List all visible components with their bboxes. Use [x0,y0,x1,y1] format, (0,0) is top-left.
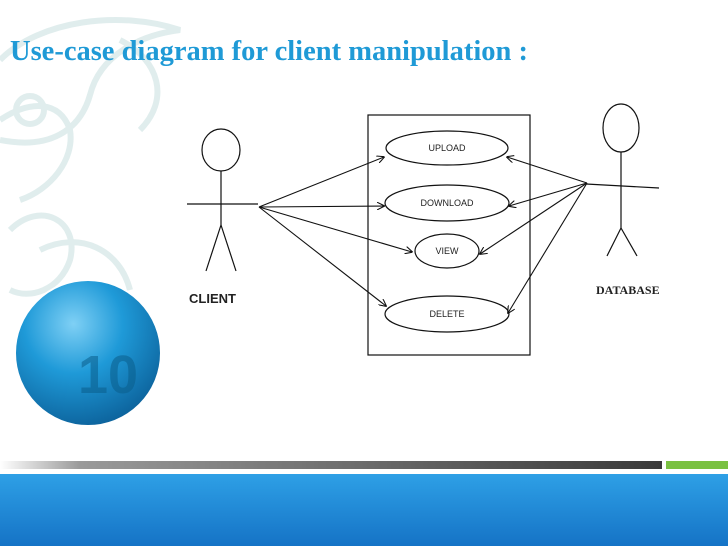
database-actor [585,103,660,257]
database-view-link [480,182,588,254]
client-view-link [258,206,412,252]
footer-dark-bar [0,461,662,469]
use-case-label: DELETE [429,309,464,319]
slide-number: 10 [78,345,138,405]
database-delete-link [508,182,588,313]
use-case-download: DOWNLOAD [384,184,510,222]
database-upload-link [507,157,588,184]
client-download-link [258,206,384,207]
system-boundary [367,114,531,356]
footer-green-bar [666,461,728,469]
client-upload-link [258,157,384,208]
client-actor-label: CLIENT [189,291,236,306]
slide-title: Use-case diagram for client manipulation… [10,36,528,67]
use-case-label: UPLOAD [428,143,466,153]
client-actor [187,128,258,272]
database-download-link [509,182,588,206]
slide-number-badge: 10 [14,279,162,427]
client-delete-link [258,206,386,306]
database-associations [480,157,588,313]
use-case-label: DOWNLOAD [420,198,474,208]
client-associations [258,157,412,306]
footer-blue-band [0,474,728,546]
use-case-upload: UPLOAD [385,130,509,166]
database-actor-label: DATABASE [596,283,660,297]
use-case-delete: DELETE [384,295,510,333]
use-case-view: VIEW [414,233,480,269]
use-case-label: VIEW [435,246,459,256]
decorative-swirl [0,17,181,297]
